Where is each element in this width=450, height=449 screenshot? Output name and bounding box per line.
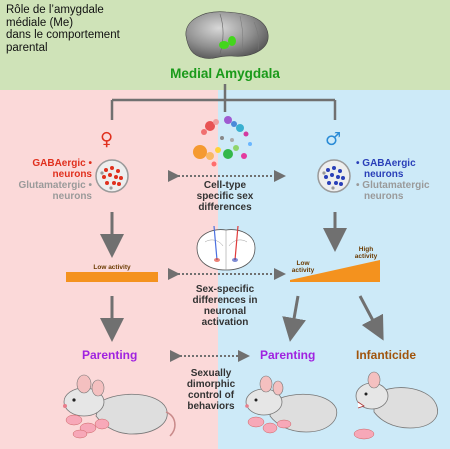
- female-glut-line2: neurons: [52, 191, 92, 202]
- female-activity-bar: [66, 272, 158, 282]
- amygdala-left-highlight: [219, 41, 229, 49]
- female-glut-line1: Glutamatergic: [18, 180, 86, 191]
- celltype-line3: differences: [198, 202, 252, 213]
- female-neuron-dish: [95, 159, 129, 193]
- celltype-differences-label: Cell-type specific sex differences: [180, 180, 270, 213]
- male-symbol: ♂: [325, 129, 342, 150]
- control-line2: dimorphic: [186, 379, 236, 390]
- cell-type-cluster-plot: [193, 116, 252, 167]
- mouse-brain-illustration: [185, 11, 269, 59]
- male-low-text: Low activity: [291, 260, 315, 274]
- male-neuron-dish: [317, 159, 351, 193]
- male-glut-line2: neurons: [364, 191, 404, 202]
- title-line-2: médiale (Me): [6, 16, 74, 29]
- title-line-3: dans le comportement: [6, 29, 120, 41]
- male-parenting-label: Parenting: [260, 348, 316, 362]
- control-line3: control of: [187, 390, 235, 401]
- male-infanticide-label: Infanticide: [356, 348, 417, 362]
- activation-differences-label: Sex-specific differences in neuronal act…: [180, 284, 270, 328]
- male-glut-label: • Glutamatergic neurons: [356, 180, 430, 202]
- title-line-1: Rôle de l’amygdale: [6, 4, 104, 16]
- activation-line1: Sex-specific: [195, 284, 255, 295]
- male-infanticide-mouse: [353, 371, 438, 440]
- figure-title: Rôle de l’amygdale médiale (Me) dans le …: [6, 4, 176, 54]
- title-line-4: parental: [6, 41, 48, 54]
- coronal-brain-section: [196, 225, 256, 271]
- male-activity-ramp: [290, 260, 380, 282]
- dimorphic-control-label: Sexually dimorphic control of behaviors: [176, 368, 246, 412]
- male-high-text: High activity: [354, 246, 378, 260]
- male-activity-low-label: Low activity: [286, 260, 320, 274]
- male-parenting-mouse: [245, 375, 338, 434]
- female-symbol: ♀: [100, 129, 114, 150]
- male-gaba-line1: GABAergic: [362, 158, 416, 169]
- celltype-line2: specific sex: [196, 191, 254, 202]
- control-line1: Sexually: [190, 368, 232, 379]
- male-activity-high-label: High activity: [348, 246, 384, 260]
- male-gaba-label: • GABAergic neurons: [356, 158, 416, 180]
- female-gaba-label: GABAergic • neurons: [32, 158, 92, 180]
- control-line4: behaviors: [187, 401, 235, 412]
- amygdala-right-highlight: [228, 36, 236, 46]
- female-parenting-mouse: [63, 374, 176, 439]
- male-glut-line1: Glutamatergic: [362, 180, 430, 191]
- female-gaba-line2: neurons: [52, 169, 92, 180]
- activation-line2: differences in: [192, 295, 258, 306]
- activation-line4: activation: [201, 317, 249, 328]
- activation-line3: neuronal: [203, 306, 247, 317]
- female-glut-label: Glutamatergic • neurons: [18, 180, 92, 202]
- region-title: Medial Amygdala: [170, 66, 280, 81]
- female-activity-label: Low activity: [93, 264, 131, 271]
- male-gaba-line2: neurons: [364, 169, 404, 180]
- female-parenting-label: Parenting: [82, 348, 138, 362]
- celltype-line1: Cell-type: [203, 180, 247, 191]
- female-gaba-line1: GABAergic: [32, 158, 86, 169]
